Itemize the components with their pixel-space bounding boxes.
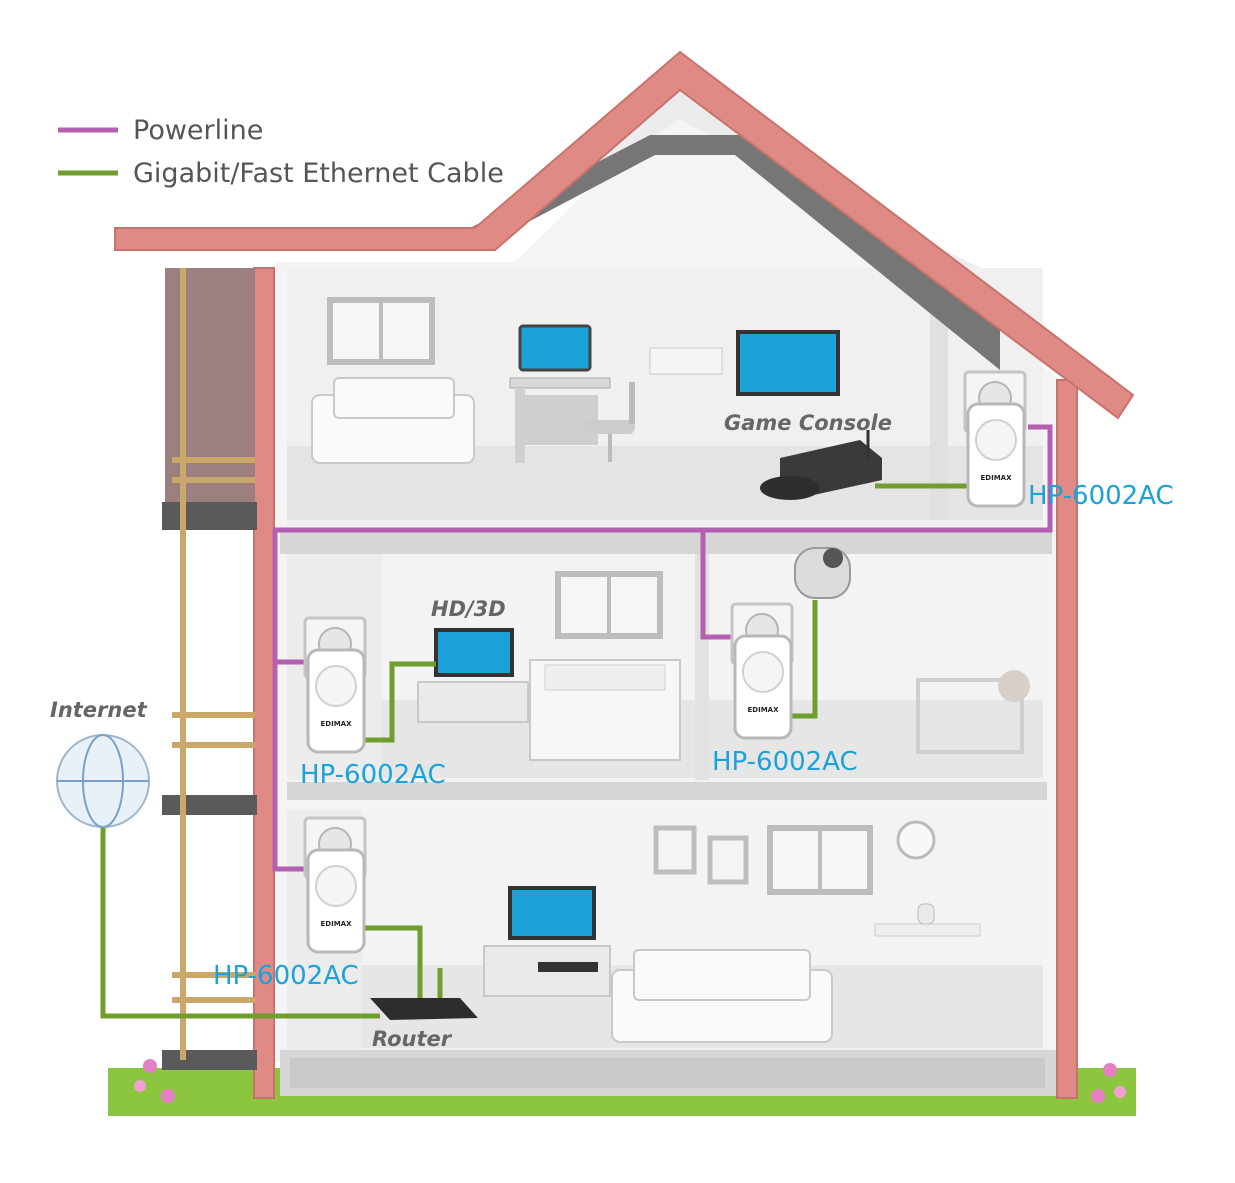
flowers-right: [1091, 1063, 1126, 1103]
eth-hdtv: [362, 661, 436, 743]
top-floor-furniture: [311, 297, 882, 500]
adapter-bottom-label: HP-6002AC: [213, 961, 359, 991]
eth-router: [360, 925, 423, 998]
desk: [509, 377, 611, 389]
teddy-bear: [998, 670, 1030, 702]
hd3d-label: HD/3D: [431, 597, 506, 621]
ethernet-legend-label: Gigabit/Fast Ethernet Cable: [133, 158, 504, 189]
adapter-mid-left: EDIMAX: [303, 616, 367, 754]
slab-3-inner: [290, 1058, 1045, 1088]
tv-stand-mid: [417, 681, 529, 723]
adapter-top-brand: EDIMAX: [981, 474, 1013, 482]
adapter-top-label: HP-6002AC: [1028, 481, 1174, 511]
legend: Powerline Gigabit/Fast Ethernet Cable: [58, 115, 504, 189]
internet-label: Internet: [50, 698, 148, 722]
adapter-mid-left-brand: EDIMAX: [321, 720, 353, 728]
frame-1: [653, 825, 697, 875]
adapter-mid-right-brand: EDIMAX: [748, 706, 780, 714]
tv-mid: [434, 628, 514, 677]
slab-2: [287, 782, 1047, 800]
ethernet-cables: [100, 483, 968, 1019]
gamepad: [760, 476, 820, 500]
tv-top: [736, 330, 840, 396]
bookshelf: [649, 347, 723, 375]
flowers-left: [134, 1059, 175, 1103]
adapter-mid-left-label: HP-6002AC: [300, 760, 446, 790]
crib: [916, 678, 1024, 754]
router-label: Router: [372, 1027, 453, 1051]
adapter-mid-right: EDIMAX: [730, 602, 794, 740]
frame-2: [707, 835, 749, 885]
eth-internet: [100, 828, 380, 1019]
staircase: [162, 268, 257, 1070]
adapter-mid-right-label: HP-6002AC: [712, 747, 858, 777]
tv-bottom: [508, 886, 596, 940]
game-console-label: Game Console: [724, 411, 892, 435]
powerline-mid-right: [700, 530, 735, 640]
router-icon: [370, 998, 478, 1020]
eth-camera: [790, 600, 818, 719]
mid-floor-furniture: [417, 547, 1030, 761]
adapter-top: EDIMAX: [963, 370, 1027, 508]
roof: [114, 50, 1135, 420]
wall-clock: [896, 820, 936, 860]
adapter-bottom: EDIMAX: [303, 816, 367, 954]
adapter-bottom-brand: EDIMAX: [321, 920, 353, 928]
settop-box: [538, 962, 598, 972]
dining-table: [874, 923, 981, 937]
powerline-legend-label: Powerline: [133, 115, 263, 146]
powerline-main: [272, 424, 1053, 872]
vase: [917, 903, 935, 925]
bottom-floor-furniture: [483, 820, 981, 1043]
office-chair: [585, 420, 635, 434]
partition-top: [930, 300, 948, 520]
laptop-screen: [518, 324, 592, 372]
